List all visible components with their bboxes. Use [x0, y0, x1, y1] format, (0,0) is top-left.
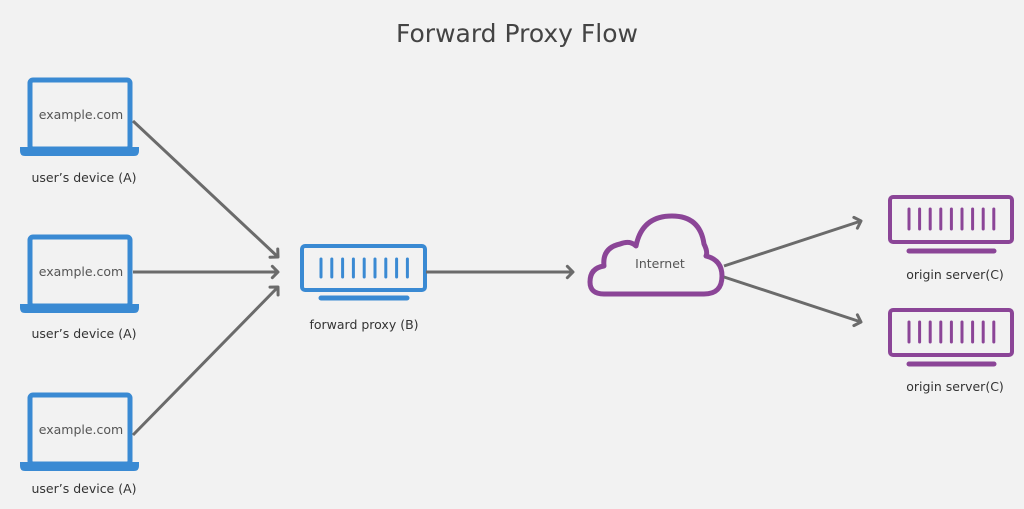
origin-label: origin server(C) [906, 267, 1004, 282]
client-device-2: example.com user’s device (A) [20, 234, 139, 341]
origin-server-2: origin server(C) [888, 308, 1014, 394]
origin-label: origin server(C) [906, 379, 1004, 394]
server-icon [888, 308, 1014, 367]
arrow-internet-to-origin-1 [723, 215, 863, 268]
internet-label: Internet [635, 256, 685, 271]
origin-server-1: origin server(C) [888, 195, 1014, 282]
arrow-client-1-to-proxy [131, 119, 280, 259]
laptop-icon [20, 77, 139, 156]
arrowhead-icon [270, 264, 280, 280]
internet: Internet [587, 213, 725, 297]
proxy-label: forward proxy (B) [309, 317, 418, 332]
client-label: user’s device (A) [31, 326, 136, 341]
arrow-internet-to-origin-2 [723, 275, 863, 328]
arrow-client-2-to-proxy [133, 264, 280, 280]
server-icon [300, 244, 427, 301]
client-label: user’s device (A) [31, 481, 136, 496]
laptop-icon [20, 392, 139, 471]
screen-text: example.com [39, 107, 123, 122]
arrow-proxy-to-internet [426, 264, 575, 280]
arrowhead-icon [268, 247, 280, 259]
client-device-3: example.com user’s device (A) [20, 392, 139, 496]
arrowhead-icon [852, 313, 863, 328]
diagram-title: Forward Proxy Flow [396, 19, 638, 48]
arrowhead-icon [852, 215, 863, 230]
connection-arrows [131, 119, 863, 437]
forward-proxy: forward proxy (B) [300, 244, 427, 332]
screen-text: example.com [39, 264, 123, 279]
arrowhead-icon [268, 285, 280, 297]
laptop-icon [20, 234, 139, 313]
arrow-client-3-to-proxy [131, 285, 280, 437]
client-label: user’s device (A) [31, 170, 136, 185]
arrowhead-icon [565, 264, 575, 280]
client-device-1: example.com user’s device (A) [20, 77, 139, 185]
server-icon [888, 195, 1014, 254]
cloud-icon [587, 213, 725, 297]
screen-text: example.com [39, 422, 123, 437]
